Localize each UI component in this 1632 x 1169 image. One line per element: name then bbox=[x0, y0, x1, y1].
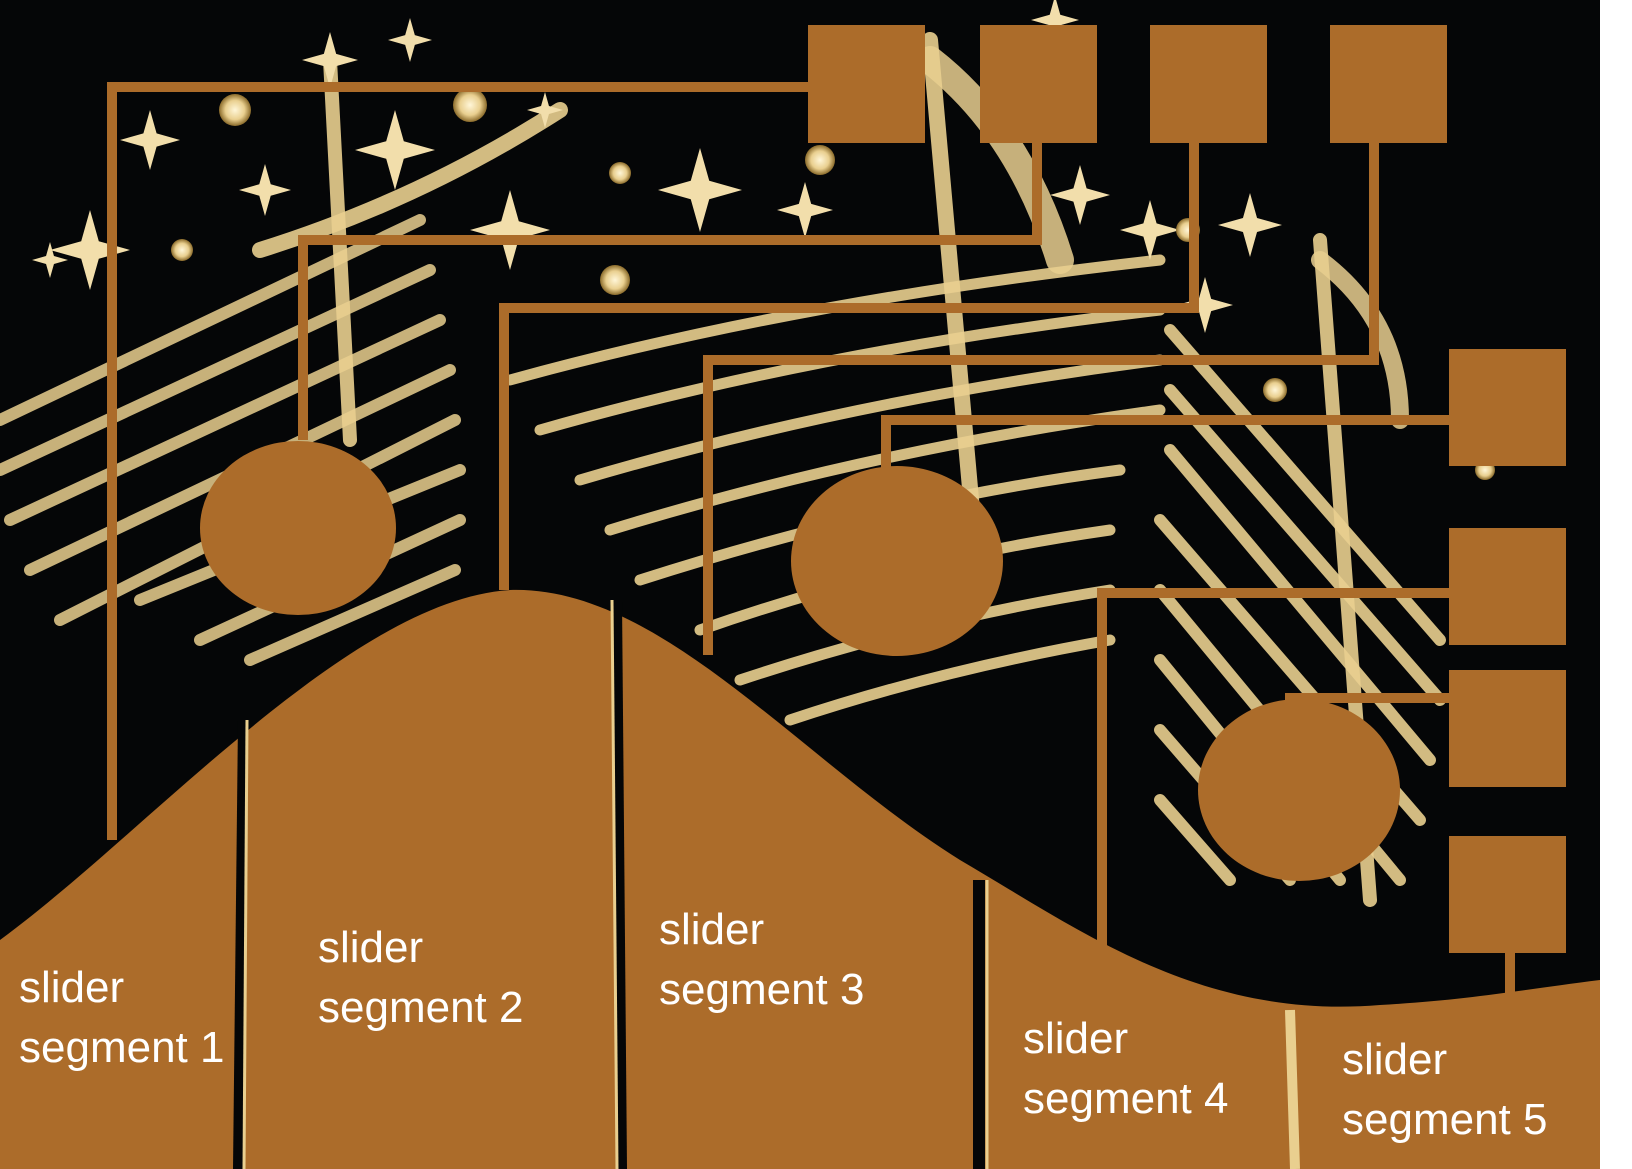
trace-pad5-circle2 bbox=[881, 415, 1450, 470]
segment-4-label-line2: segment 4 bbox=[1023, 1074, 1229, 1123]
segment-3-label-line2: segment 3 bbox=[659, 965, 865, 1014]
star-5 bbox=[239, 164, 291, 216]
trace-pad4-seg3 bbox=[703, 130, 1379, 655]
segment-2-label-line2: segment 2 bbox=[318, 983, 524, 1032]
note-beam-left bbox=[323, 53, 357, 447]
segment-5-label-line2: segment 5 bbox=[1342, 1095, 1548, 1144]
glow-dot-6 bbox=[600, 265, 630, 295]
big-note-flag bbox=[916, 46, 1074, 274]
star-10 bbox=[1031, 0, 1079, 44]
segment-3-label-line1: slider bbox=[659, 905, 765, 954]
segment-4-label: slider segment 4 bbox=[1023, 1009, 1228, 1129]
glow-dot-2 bbox=[453, 88, 487, 122]
segment-1-label: slider segment 1 bbox=[19, 958, 224, 1078]
star-9 bbox=[777, 182, 833, 238]
glow-dot-8 bbox=[1263, 378, 1287, 402]
pad-top-1 bbox=[808, 25, 925, 143]
segment-2-label-line1: slider bbox=[318, 923, 424, 972]
star-13 bbox=[1218, 193, 1282, 257]
circle-pad-3 bbox=[1198, 699, 1400, 881]
square-pads bbox=[808, 25, 1566, 953]
star-12 bbox=[1120, 200, 1180, 260]
pad-right-2 bbox=[1449, 528, 1566, 645]
divider-1-2 bbox=[233, 719, 248, 1169]
divider-4-5 bbox=[1285, 1009, 1300, 1169]
circle-pads bbox=[200, 441, 1400, 881]
glow-dot-4 bbox=[609, 162, 631, 184]
divider-2-3 bbox=[612, 599, 627, 1169]
segment-3-label: slider segment 3 bbox=[659, 900, 864, 1020]
pad-top-4 bbox=[1330, 25, 1447, 143]
right-note-flag bbox=[1311, 251, 1409, 429]
segment-5-label: slider segment 5 bbox=[1342, 1030, 1547, 1150]
trace-pad3-seg2 bbox=[499, 130, 1199, 590]
pad-top-3 bbox=[1150, 25, 1267, 143]
circle-pad-1 bbox=[200, 441, 396, 615]
star-16 bbox=[527, 92, 563, 128]
pad-right-4 bbox=[1449, 836, 1566, 953]
star-2 bbox=[302, 32, 358, 88]
traces bbox=[107, 82, 1515, 1010]
slider-wave bbox=[0, 589, 1600, 1169]
star-8 bbox=[658, 148, 742, 232]
star-14 bbox=[1177, 277, 1233, 333]
stars bbox=[32, 0, 1495, 480]
star-6 bbox=[50, 210, 130, 290]
segment-4-label-line1: slider bbox=[1023, 1014, 1129, 1063]
pad-top-2 bbox=[980, 25, 1097, 143]
segment-2-label: slider segment 2 bbox=[318, 918, 523, 1038]
segment-1-label-line2: segment 1 bbox=[19, 1023, 225, 1072]
glow-dot-1 bbox=[219, 94, 251, 126]
glow-dot-5 bbox=[805, 145, 835, 175]
pad-right-3 bbox=[1449, 670, 1566, 787]
segment-1-label-line1: slider bbox=[19, 963, 125, 1012]
circle-pad-2 bbox=[791, 466, 1003, 656]
star-3 bbox=[388, 18, 432, 62]
segment-5-label-line1: slider bbox=[1342, 1035, 1448, 1084]
trace-pad6-seg4 bbox=[1097, 588, 1450, 955]
star-15 bbox=[32, 242, 68, 278]
glow-dot-3 bbox=[171, 239, 193, 261]
star-11 bbox=[1050, 165, 1110, 225]
star-7 bbox=[470, 190, 550, 270]
star-1 bbox=[120, 110, 180, 170]
trace-pad2-circle1 bbox=[298, 130, 1042, 440]
trace-pad1-seg1 bbox=[107, 82, 820, 840]
segment-dividers bbox=[233, 599, 1300, 1169]
pad-right-1 bbox=[1449, 349, 1566, 466]
star-4 bbox=[355, 110, 435, 190]
